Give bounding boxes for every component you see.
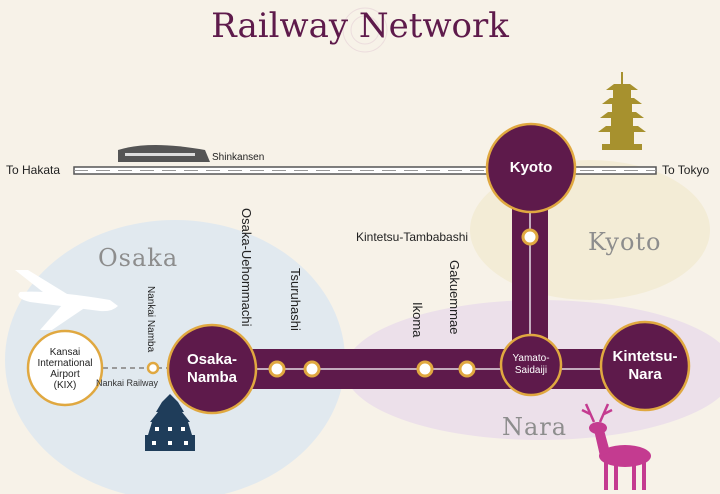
shinkansen-train-icon (118, 145, 210, 162)
ikoma-dot (416, 360, 434, 378)
region-label-kyoto: Kyoto (588, 228, 662, 256)
nankai-namba-label: Nankai Namba (145, 286, 156, 353)
yamato-saidaiji-label: Yamato- Saidaiji (501, 353, 561, 377)
kix-line-1: Kansai (49, 347, 81, 358)
flower-watermark-icon (342, 7, 388, 53)
kix-line-2: International (37, 358, 93, 369)
page-title: Railway Network (211, 6, 509, 46)
osaka-namba-circle (166, 323, 258, 415)
osaka-uehommachi-label: Osaka-Uehommachi (239, 208, 254, 327)
tsuruhashi-dot (303, 360, 321, 378)
kyoto-circle (485, 122, 577, 214)
kintetsu-nara-line-1: Kintetsu- (612, 348, 678, 365)
deer-icon (581, 403, 651, 490)
ikoma-label: Ikoma (410, 302, 425, 338)
nankai-railway-label: Nankai Railway (96, 378, 159, 388)
shinkansen-label: Shinkansen (212, 152, 265, 163)
nankai-namba-dot (146, 361, 160, 375)
yamato-line-2: Saidaiji (514, 365, 548, 376)
kix-line-4: (KIX) (53, 380, 77, 391)
tambabashi-dot (521, 228, 539, 246)
tsuruhashi-label: Tsuruhashi (288, 268, 303, 331)
osaka-namba-label: Osaka- Namba (168, 351, 256, 387)
gakuemmae-label: Gakuemmae (447, 260, 462, 335)
kix-line-3: Airport (50, 369, 80, 380)
yamato-saidaiji-circle (499, 333, 563, 397)
kyoto-label: Kyoto (509, 159, 553, 176)
kintetsu-nara-line-2: Nara (628, 366, 662, 383)
airplane-icon (15, 270, 119, 330)
region-label-nara: Nara (502, 413, 568, 441)
osaka-namba-line-2: Namba (186, 369, 238, 386)
kintetsu-nara-circle (599, 320, 691, 412)
kix-label: Kansai International Airport (KIX) (28, 347, 102, 391)
to-hakata-label: To Hakata (6, 163, 61, 177)
castle-icon (145, 394, 195, 451)
yamato-line-1: Yamato- (512, 353, 550, 364)
to-tokyo-label: To Tokyo (662, 163, 710, 177)
gakuemmae-dot (458, 360, 476, 378)
pagoda-icon (598, 72, 646, 150)
region-label-osaka: Osaka (98, 244, 179, 272)
kintetsu-tambabashi-label: Kintetsu-Tambabashi (356, 230, 469, 244)
kintetsu-nara-label: Kintetsu- Nara (601, 348, 689, 384)
osaka-namba-line-1: Osaka- (186, 351, 238, 368)
kix-circle (26, 329, 104, 407)
uehommachi-dot (268, 360, 286, 378)
